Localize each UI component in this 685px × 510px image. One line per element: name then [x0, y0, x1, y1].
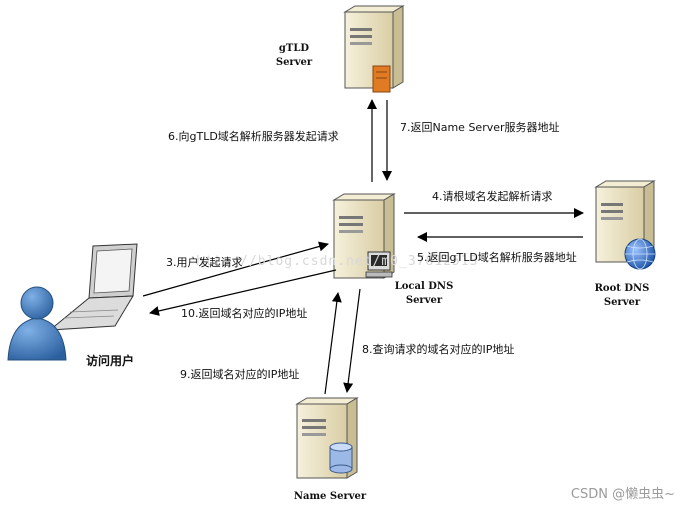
laptop-icon [48, 243, 138, 331]
local-dns-label-line2: Server [405, 295, 443, 306]
edge-label-7: 7.返回Name Server服务器地址 [400, 121, 560, 134]
gtld-server-label: gTLD Server [262, 42, 326, 70]
local-dns-label: Local DNS Server [384, 280, 464, 308]
local-dns-server-icon [332, 193, 396, 279]
local-dns-label-line1: Local DNS [394, 281, 454, 292]
user-label: 访问用户 [85, 354, 134, 368]
edge-label-5: 5.返回gTLD域名解析服务器地址 [417, 251, 577, 264]
name-server-label: Name Server [293, 491, 367, 502]
root-dns-label-line2: Server [603, 297, 641, 308]
edge-label-3: 3.用户发起请求 [166, 256, 243, 269]
edge-label-10: 10.返回域名对应的IP地址 [181, 307, 308, 320]
database-icon [329, 442, 353, 474]
user-icon [7, 286, 67, 361]
root-dns-label: Root DNS Server [584, 282, 660, 310]
gtld-label-line2: Server [275, 57, 313, 68]
root-dns-label-line1: Root DNS [594, 283, 650, 294]
gtld-server-icon [343, 5, 405, 93]
edge-label-6: 6.向gTLD域名解析服务器发起请求 [168, 130, 339, 143]
edge-label-9: 9.返回域名对应的IP地址 [180, 368, 300, 381]
edge-10 [149, 269, 337, 316]
edge-9 [324, 292, 342, 395]
edge-3 [142, 241, 329, 297]
csdn-footer: CSDN @懒虫虫~ [570, 487, 675, 502]
watermark: http://blog.csdn.net/m0_37812513 [196, 254, 479, 269]
edge-label-8: 8.查询请求的域名对应的IP地址 [362, 343, 515, 356]
globe-icon [624, 238, 656, 270]
edge-label-4: 4.请根域名发起解析请求 [432, 190, 553, 203]
gtld-label-line1: gTLD [278, 43, 310, 54]
edge-8 [343, 288, 361, 393]
